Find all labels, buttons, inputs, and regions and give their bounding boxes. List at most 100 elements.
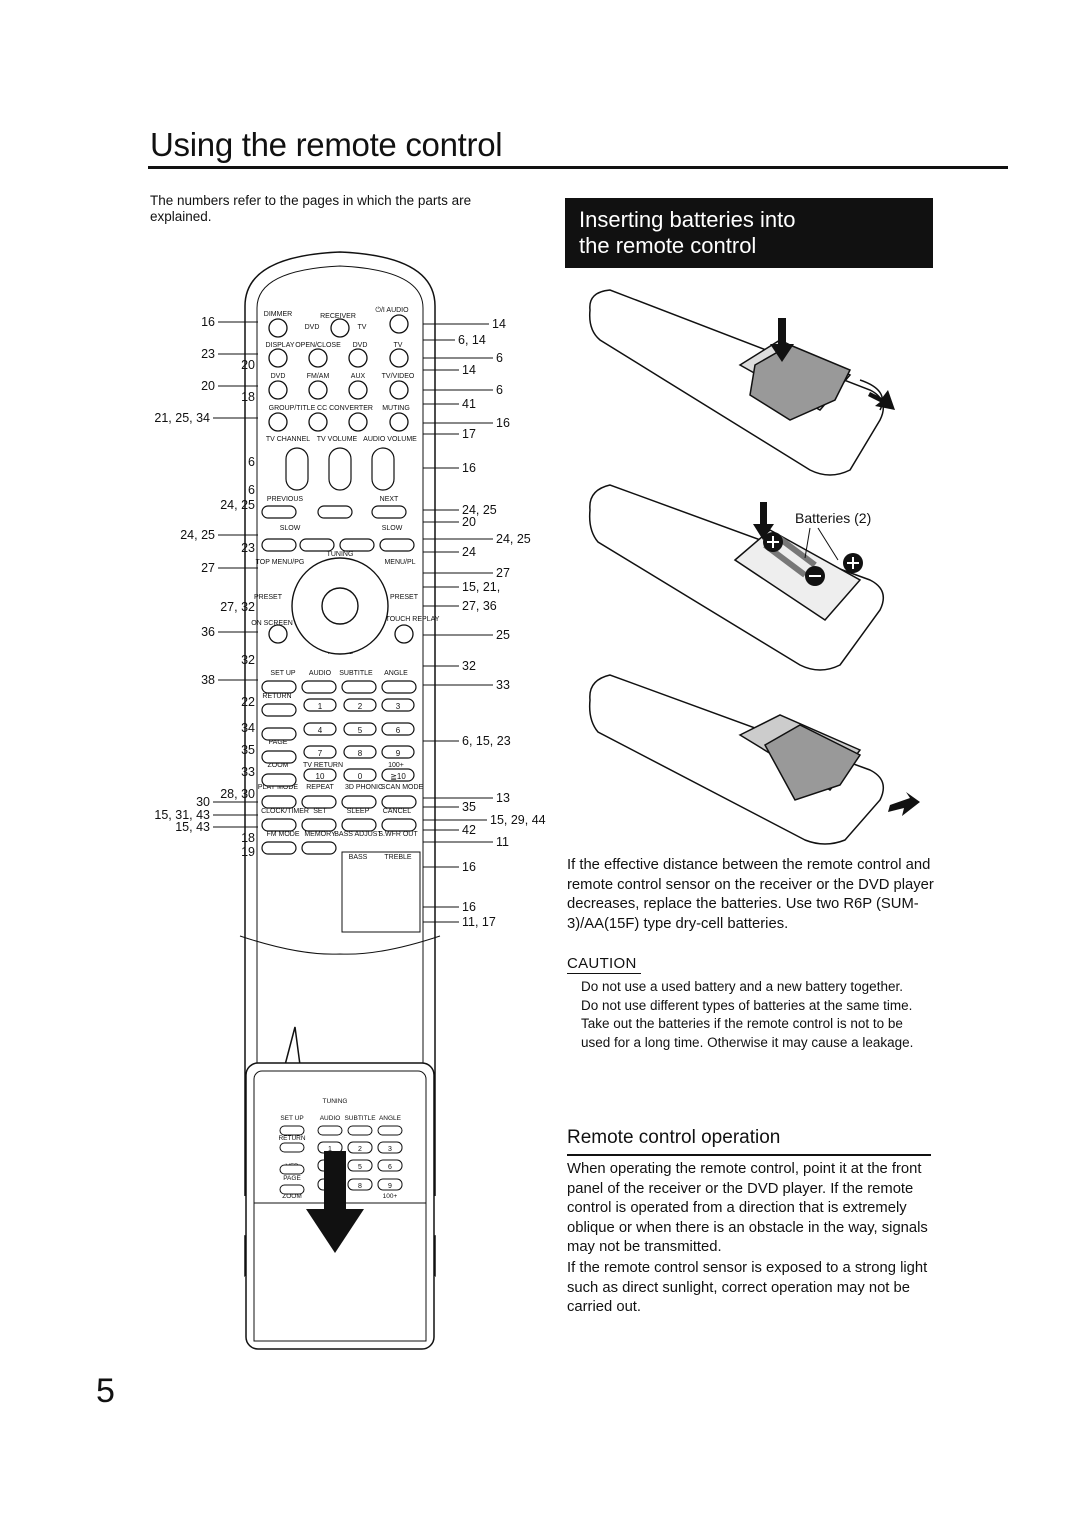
remote-round-button [308,412,328,432]
callout-left: 15, 43 [175,820,210,834]
number-key [343,745,377,759]
closeup-label: 100+ [383,1193,398,1200]
plus-terminal-icon [763,532,863,573]
remote-button-label: AUX [351,373,366,380]
battery-step-1-illustration [588,289,885,476]
callout-right: 11, 17 [462,915,496,929]
remote-button-label: SLOW [382,525,403,532]
remote-button-label: TV [394,342,403,349]
remote-pill-button [381,818,417,832]
number-key-label: 5 [358,726,363,735]
remote-round-button [389,314,409,334]
callout-right: 33 [496,678,510,692]
closeup-key [347,1178,373,1191]
closeup-key [347,1159,373,1172]
battery-heading-line-2: the remote control [579,233,757,258]
callout-left: 28, 30 [220,787,255,801]
callout-right: 6, 15, 23 [462,734,511,748]
callout-left: 16 [201,315,215,329]
callout-right: 6 [496,383,503,397]
callout-right: 14 [492,317,506,331]
remote-button-label: REPEAT [306,784,334,791]
callout-right: 27, 36 [462,599,497,613]
remote-button-label: SLEEP [347,808,370,815]
caution-label: CAUTION [567,955,637,972]
closeup-pill [279,1125,305,1136]
caution-item: Do not use a used battery and a new batt… [581,979,903,994]
callout-left: 24, 25 [220,498,255,512]
remote-button-label: 100+ [388,762,404,769]
remote-button-label: FM/AM [307,373,330,380]
remote-round-button [268,380,288,400]
number-key [381,698,415,712]
closeup-pill [377,1125,403,1136]
closeup-pill [347,1125,373,1136]
remote-button-label: PLAY MODE [258,784,299,791]
callout-left: 6 [248,483,255,497]
number-key-label: 3 [396,702,401,711]
close-cover-arrow-icon [888,792,920,816]
number-key [303,698,337,712]
remote-button-label: ⏻/I AUDIO [375,306,409,314]
remote-button-label: FM MODE [266,831,299,838]
callout-left: 35 [241,743,255,757]
enter-button [321,587,359,625]
closeup-key [377,1178,403,1191]
operation-rule [567,1154,931,1156]
callout-left: 20 [201,379,215,393]
remote-button-label: AUDIO [309,670,332,677]
callout-right: 24, 25 [462,503,497,517]
callout-right: 24 [462,545,476,559]
callout-left: 18 [241,831,255,845]
closeup-key [377,1159,403,1172]
remote-round-button [268,624,288,644]
callout-left: 32 [241,653,255,667]
number-key-label: 9 [396,749,401,758]
callout-right: 6 [496,351,503,365]
remote-button-label: DIMMER [264,311,292,318]
remote-pill-button [261,750,297,764]
title-rule [148,166,1008,169]
number-key [381,722,415,736]
caution-list: Do not use a used battery and a new batt… [567,978,917,1052]
remote-button-label: PAGE [269,739,288,746]
callout-right: 20 [462,515,476,529]
remote-round-button [308,380,328,400]
remote-button-label: S.WFR OUT [378,831,418,838]
remote-pill-button [301,841,337,855]
remote-pill-button [371,505,407,519]
callout-right: 16 [462,900,476,914]
remote-button-label: SLOW [280,525,301,532]
callout-left: 24, 25 [180,528,215,542]
closeup-key-label: 5 [358,1164,362,1171]
volume-rocker [328,447,352,491]
remote-round-button [389,348,409,368]
callout-left: 27 [201,561,215,575]
callout-left: 22 [241,695,255,709]
remote-button-label: TV/VIDEO [382,373,415,380]
callout-right: 42 [462,823,476,837]
closeup-key [347,1141,373,1154]
callout-left: 36 [201,625,215,639]
remote-button-label: ANGLE [384,670,408,677]
remote-button-label: SUBTITLE [339,670,373,677]
caution-underline [567,973,641,974]
operation-text-1: When operating the remote control, point… [567,1161,928,1255]
remote-button-label: TV VOLUME [317,436,358,443]
closeup-label: SUBTITLE [344,1115,376,1122]
remote-pill-button [339,538,375,552]
callout-right: 24, 25 [496,532,531,546]
closeup-key-label: 6 [388,1164,392,1171]
closeup-label: TUNING [323,1098,348,1105]
number-key-label: 4 [318,726,323,735]
closeup-pill [317,1125,343,1136]
battery-step-3-illustration [588,674,885,845]
callout-right: 6, 14 [458,333,486,347]
closeup-label: PAGE [283,1175,301,1182]
remote-button-label: BASS [349,854,368,861]
remote-pill-button [261,505,297,519]
remote-button-label: DVD [271,373,286,380]
operation-heading: Remote control operation [567,1127,781,1148]
volume-rocker [371,447,395,491]
